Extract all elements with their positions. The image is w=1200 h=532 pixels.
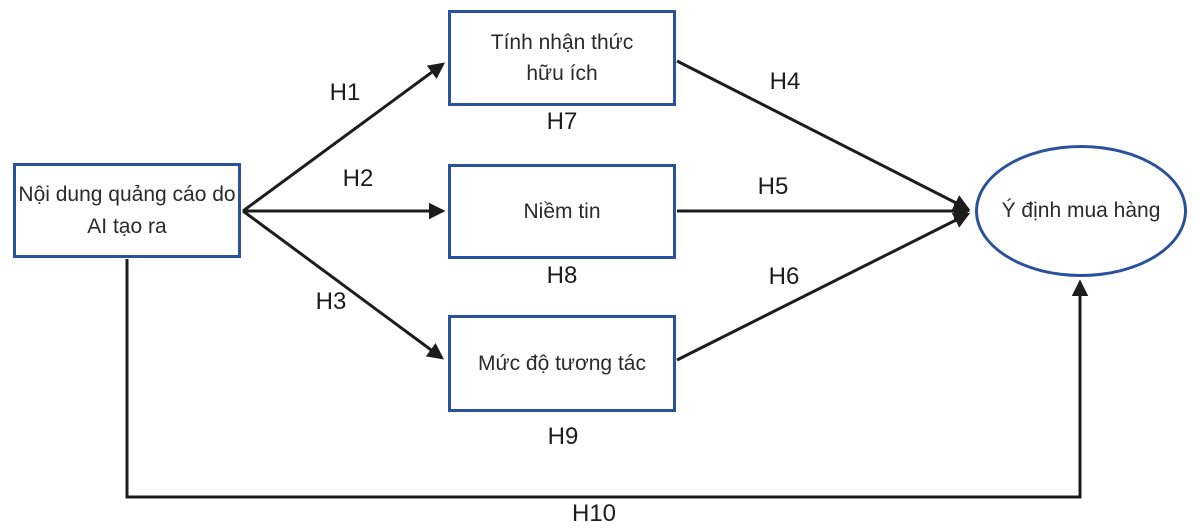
arrow-h4 [676, 59, 971, 211]
node-interaction-level: Mức độ tương tác [448, 315, 676, 412]
node-interaction-level-label: Mức độ tương tác [478, 351, 646, 375]
node-ai-ad-content-label: Nội dung quảng cáo do AI tạo ra [18, 183, 236, 238]
node-ai-ad-content: Nội dung quảng cáo do AI tạo ra [13, 163, 241, 258]
label-h2: H2 [342, 165, 374, 192]
label-h5: H5 [757, 173, 789, 200]
label-h3: H3 [315, 288, 347, 315]
label-h6: H6 [768, 263, 800, 290]
node-perceived-usefulness-label: Tính nhận thức hữu ích [490, 30, 634, 86]
arrow-h3 [242, 209, 444, 360]
arrow-h6 [676, 212, 971, 362]
label-h10: H10 [571, 500, 617, 527]
label-h8: H8 [546, 262, 578, 289]
label-h7: H7 [546, 108, 578, 135]
arrow-h1 [242, 62, 445, 213]
label-h1: H1 [329, 79, 361, 106]
node-purchase-intention-label: Ý định mua hàng [1001, 199, 1161, 223]
arrow-h10 [125, 259, 1089, 499]
node-trust: Niềm tin [448, 164, 676, 259]
node-trust-label: Niềm tin [523, 199, 601, 223]
label-h4: H4 [769, 68, 801, 95]
node-perceived-usefulness: Tính nhận thức hữu ích [448, 10, 676, 106]
label-h9: H9 [547, 423, 579, 450]
node-purchase-intention: Ý định mua hàng [975, 145, 1187, 277]
